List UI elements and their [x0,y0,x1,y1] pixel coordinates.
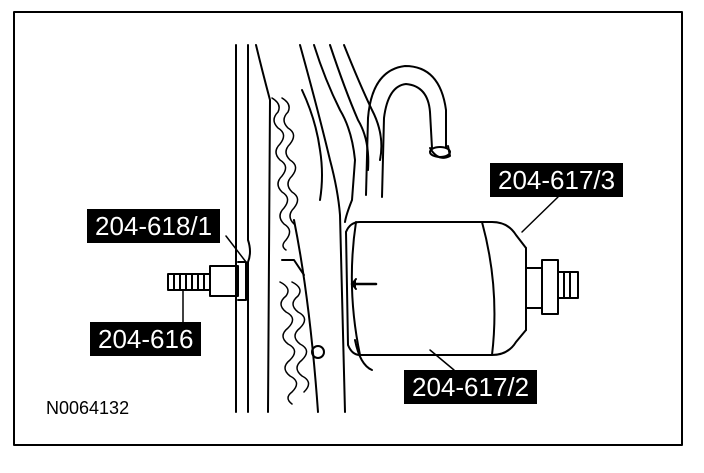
frame-rail [235,44,383,413]
filter-end-fitting [525,259,579,315]
weld-seam-upper [271,97,299,251]
tube-nut-left [167,261,247,301]
filter-body [345,221,527,356]
callout-204-617-3: 204-617/3 [490,163,624,197]
weld-seam-lower [279,281,310,405]
vent-hose [365,65,451,198]
figure-reference-code: N0064132 [46,398,130,418]
callout-204-616: 204-616 [90,322,202,356]
callout-204-618-1: 204-618/1 [87,209,221,243]
leader-lines [182,196,559,371]
callout-204-617-2: 204-617/2 [404,370,538,404]
frame-border [13,11,683,446]
